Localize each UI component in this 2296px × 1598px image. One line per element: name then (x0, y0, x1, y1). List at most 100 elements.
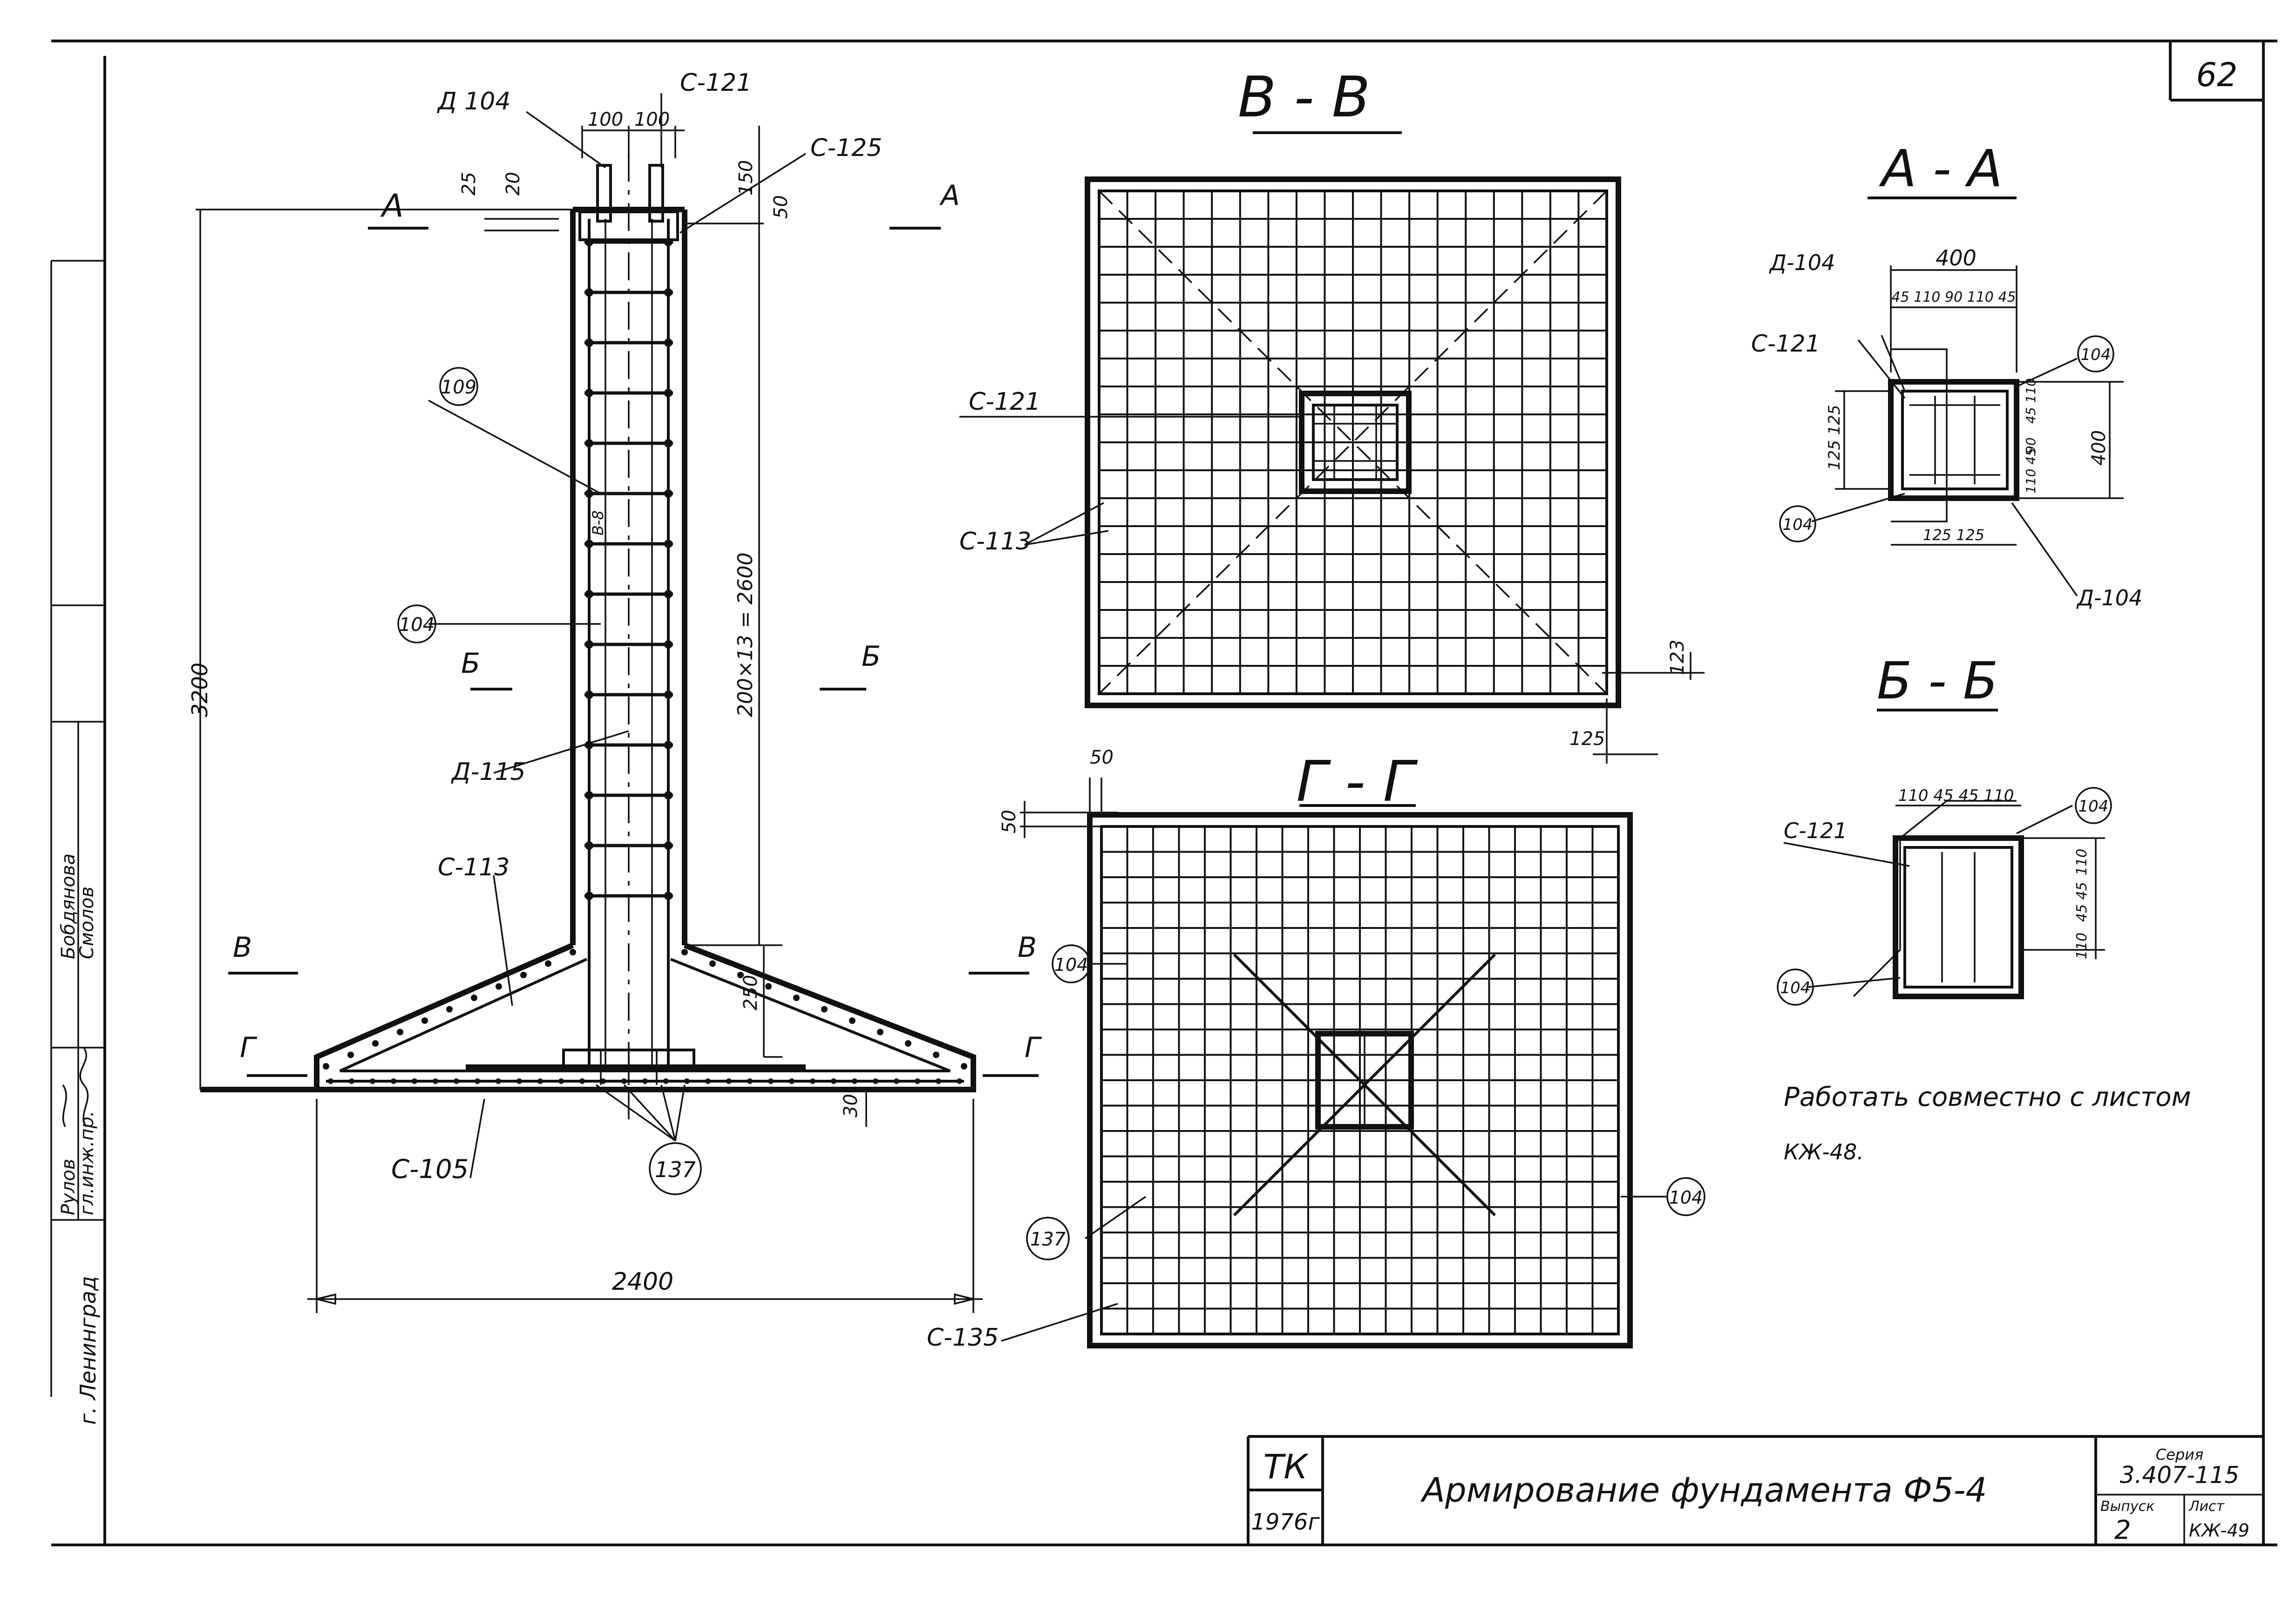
svg-text:137: 137 (1030, 1229, 1066, 1250)
dim-250: 250 (740, 975, 761, 1010)
bb-mark-c121: С-121 (1784, 818, 1848, 843)
svg-text:104: 104 (1054, 955, 1088, 975)
stirrup-label: В-8 (589, 510, 607, 535)
section-bb-title: Б - Б (1877, 651, 1998, 711)
cut-g-left: Г (240, 1031, 258, 1064)
side-stamp: г. Ленинград гл.инж.пр. Рулов Смолов Боб… (58, 853, 101, 1425)
cut-g-right: Г (1025, 1031, 1042, 1064)
tb-sheet-label: Лист (2188, 1498, 2225, 1515)
cut-v-left: В (233, 931, 252, 964)
tb-title: Армирование фундамента Ф5-4 (1420, 1470, 1987, 1510)
bubble-137-elev: 137 (649, 1142, 702, 1195)
bubble-109: 109 (439, 367, 478, 406)
bubble-104-aa-top: 104 (2077, 335, 2114, 372)
cut-b-left: Б (461, 647, 480, 680)
gg-dim-50b: 50 (999, 810, 1020, 833)
vv-dim-123: 123 (1667, 640, 1688, 675)
aa-dim-right2: 90 (2023, 437, 2038, 454)
section-vv-title: В - В (1238, 65, 1370, 130)
sheet-frame (50, 40, 2277, 1546)
cut-v-right: В (1018, 931, 1037, 964)
section-bb: Б - Б С-121 110 45 45 110 110 45 45 110 (1783, 651, 2105, 999)
tb-org: ТК (1263, 1447, 1309, 1486)
bb-dim-right1: 110 (2074, 849, 2090, 875)
bubble-104-aa-bottom: 104 (1779, 505, 1816, 542)
svg-text:137: 137 (655, 1157, 696, 1182)
bubble-104-bb-top: 104 (2075, 787, 2112, 824)
vv-mark-c121: С-121 (969, 388, 1040, 416)
aa-mark-c121: С-121 (1751, 330, 1820, 357)
tb-series-label: Серия (2156, 1446, 2203, 1463)
base-bar-dots (323, 949, 967, 1084)
mark-d115: Д-115 (451, 758, 526, 786)
section-vv: В - В С-121 С-113 123 125 (959, 65, 1705, 764)
vv-mark-c113: С-113 (959, 528, 1031, 555)
cut-a-left: А (380, 188, 404, 224)
stamp-city: г. Ленинград (75, 1276, 101, 1425)
section-aa: А - А Д-104 С-121 Д-104 400 45 110 90 11… (1751, 139, 2142, 610)
tb-series: 3.407-115 (2120, 1462, 2240, 1489)
aa-dim-right3: 110 45 (2023, 448, 2038, 494)
note-line-2: КЖ-48. (1784, 1139, 1864, 1165)
mark-c125: С-125 (810, 134, 882, 162)
bb-dim-right2: 45 45 (2074, 882, 2090, 922)
section-aa-title: А - А (1879, 139, 2003, 198)
stamp-row1-a: гл.инж.пр. (76, 1111, 98, 1215)
svg-text:104: 104 (1783, 515, 1813, 534)
dim-150: 150 (735, 160, 757, 196)
stamp-row2-b: Бобдянова (58, 853, 79, 959)
aa-dim-400w: 400 (1936, 245, 1977, 271)
dim-3200: 3200 (187, 663, 212, 717)
tb-issue-label: Выпуск (2100, 1498, 2154, 1515)
elevation-labels: Д 104 С-121 С-125 Д-115 С-113 С-105 В-8 … (187, 69, 1042, 1296)
aa-dim-left: 125 125 (1825, 405, 1844, 470)
cut-b-right: Б (862, 640, 881, 673)
mesh-grid-gg (1101, 826, 1618, 1334)
svg-text:104: 104 (399, 614, 435, 636)
dim-2400: 2400 (612, 1268, 673, 1296)
dim-100b: 100 (634, 109, 670, 130)
stamp-row2-a: Смолов (76, 887, 98, 959)
dim-20: 20 (503, 172, 524, 196)
aa-dim-400h: 400 (2088, 430, 2110, 466)
tb-year: 1976г (1251, 1509, 1320, 1535)
elevation-view (196, 93, 1039, 1313)
dim-50: 50 (770, 195, 792, 219)
gg-mark-c135: С-135 (927, 1324, 999, 1352)
mark-d104-top: Д 104 (437, 88, 510, 115)
mesh-grid-vv (1099, 191, 1607, 694)
dim-30: 30 (840, 1094, 862, 1117)
mark-c113: С-113 (438, 853, 509, 881)
column-stirrups (584, 238, 673, 900)
title-block: ТК 1976г Армирование фундамента Ф5-4 Сер… (1247, 1435, 2263, 1545)
bubble-104-elev: 104 (397, 604, 436, 643)
svg-text:109: 109 (441, 377, 476, 398)
aa-dim-right1: 45 110 (2023, 378, 2038, 424)
dim-2600: 200×13 = 2600 (734, 552, 757, 717)
vv-dim-125: 125 (1569, 728, 1605, 750)
bb-dim-top: 110 45 45 110 (1898, 786, 2014, 805)
cut-a-right: А (939, 179, 960, 212)
svg-text:104: 104 (2079, 797, 2109, 816)
note-line-1: Работать совместно с листом (1784, 1082, 2191, 1112)
aa-dim-bottom: 125 125 (1923, 526, 1984, 544)
bubble-104-gg-left: 104 (1052, 944, 1091, 983)
section-gg-title: Г - Г (1296, 750, 1418, 814)
aa-mark-d104-top: Д-104 (1769, 250, 1835, 275)
bubble-104-bb-bottom: 104 (1777, 968, 1814, 1006)
dim-100a: 100 (588, 109, 623, 130)
svg-text:104: 104 (2081, 345, 2111, 364)
dim-25: 25 (458, 172, 480, 196)
bubble-104-gg-right: 104 (1666, 1177, 1705, 1216)
sheet-number: 62 (2196, 56, 2237, 94)
mark-c121-top: С-121 (680, 69, 752, 97)
tb-sheet: КЖ-49 (2189, 1520, 2249, 1541)
aa-mark-d104-bottom: Д-104 (2076, 585, 2142, 610)
section-gg: Г - Г С-135 50 50 (927, 747, 1667, 1352)
aa-dim-top: 45 110 90 110 45 (1891, 289, 2016, 305)
mark-c105: С-105 (391, 1154, 469, 1185)
svg-text:104: 104 (1669, 1187, 1703, 1208)
gg-dim-50a: 50 (1090, 747, 1114, 768)
stamp-row1-b: Рулов (58, 1159, 79, 1215)
